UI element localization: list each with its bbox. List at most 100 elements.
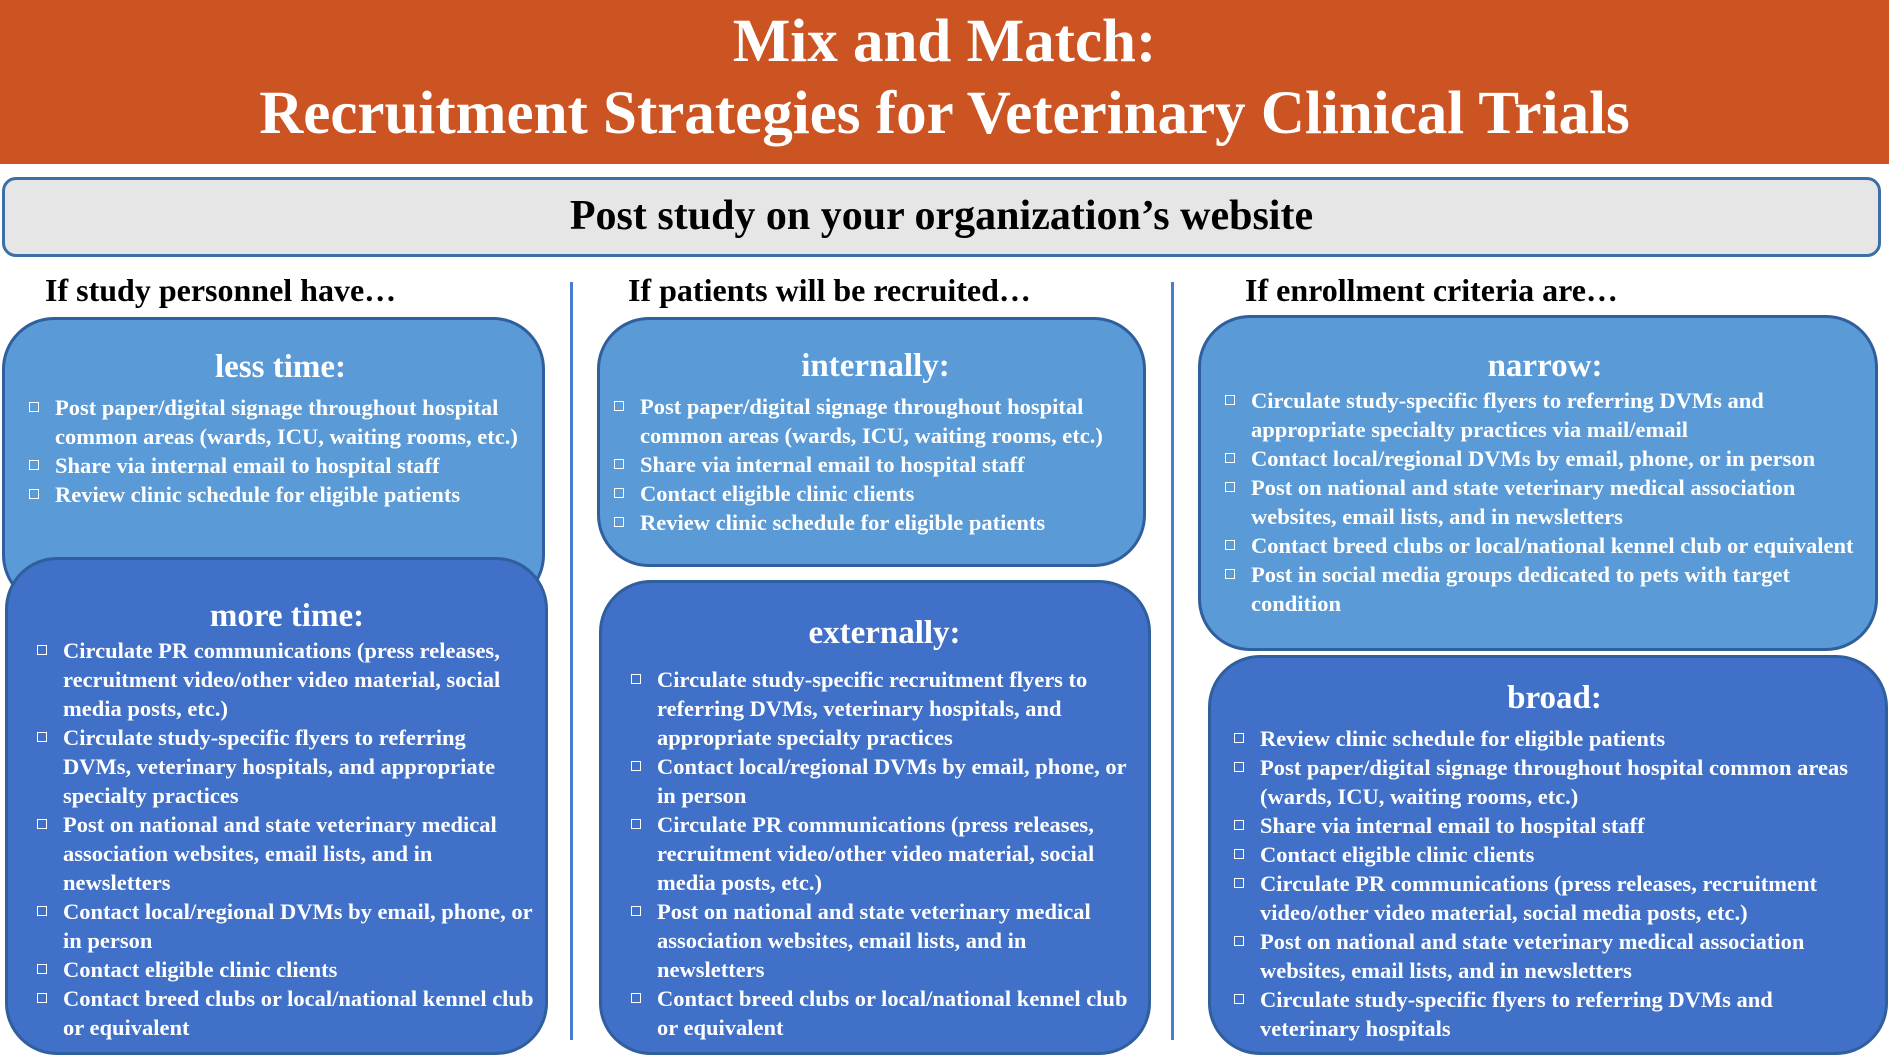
card-narrow: narrow: Circulate study-specific flyers …: [1198, 315, 1878, 651]
list-item-text: Contact eligible clinic clients: [640, 481, 915, 506]
card-list-more-time: Circulate PR communications (press relea…: [37, 636, 537, 1042]
checkbox-bullet-icon: [29, 460, 39, 470]
list-item: Post on national and state veterinary me…: [631, 897, 1138, 984]
list-item-text: Circulate PR communications (press relea…: [63, 638, 501, 721]
card-title-externally: externally:: [808, 615, 961, 651]
list-item: Circulate PR communications (press relea…: [1234, 869, 1875, 927]
list-item-text: Share via internal email to hospital sta…: [640, 452, 1025, 477]
list-item-text: Contact local/regional DVMs by email, ph…: [1251, 446, 1816, 471]
list-item-text: Share via internal email to hospital sta…: [55, 453, 440, 478]
list-item: Contact eligible clinic clients: [1234, 840, 1875, 869]
card-internally: internally: Post paper/digital signage t…: [597, 317, 1146, 567]
list-item-text: Review clinic schedule for eligible pati…: [55, 482, 461, 507]
card-title-less-time: less time:: [214, 349, 347, 385]
list-item: Circulate study-specific recruitment fly…: [631, 665, 1138, 752]
checkbox-bullet-icon: [631, 906, 641, 916]
checkbox-bullet-icon: [1234, 994, 1244, 1004]
list-item-text: Contact eligible clinic clients: [63, 957, 338, 982]
subtitle-text: Post study on your organization’s websit…: [569, 193, 1314, 239]
list-item-text: Share via internal email to hospital sta…: [1260, 813, 1645, 838]
checkbox-bullet-icon: [29, 402, 39, 412]
card-more-time: more time: Circulate PR communications (…: [5, 557, 548, 1055]
list-item-text: Post on national and state veterinary me…: [657, 899, 1091, 982]
card-list-broad: Review clinic schedule for eligible pati…: [1234, 724, 1875, 1043]
column-divider-left: [570, 282, 573, 1040]
list-item: Contact local/regional DVMs by email, ph…: [37, 897, 537, 955]
checkbox-bullet-icon: [37, 732, 47, 742]
list-item-text: Contact local/regional DVMs by email, ph…: [63, 899, 533, 953]
checkbox-bullet-icon: [1225, 540, 1235, 550]
list-item-text: Post in social media groups dedicated to…: [1251, 562, 1790, 616]
column-heading-criteria: If enrollment criteria are…: [1245, 272, 1618, 308]
list-item: Circulate study-specific flyers to refer…: [37, 723, 537, 810]
card-broad: broad: Review clinic schedule for eligib…: [1208, 655, 1888, 1055]
card-title-more-time: more time:: [209, 598, 365, 634]
list-item-text: Post on national and state veterinary me…: [1260, 929, 1805, 983]
checkbox-bullet-icon: [1225, 395, 1235, 405]
list-item-text: Contact breed clubs or local/national ke…: [657, 986, 1128, 1040]
card-list-externally: Circulate study-specific recruitment fly…: [631, 665, 1138, 1042]
list-item: Circulate study-specific flyers to refer…: [1234, 985, 1875, 1043]
list-item-text: Circulate study-specific recruitment fly…: [657, 667, 1088, 750]
list-item: Post paper/digital signage throughout ho…: [29, 393, 532, 451]
column-heading-personnel: If study personnel have…: [45, 272, 397, 308]
list-item: Circulate PR communications (press relea…: [631, 810, 1138, 897]
column-heading-patients: If patients will be recruited…: [628, 272, 1031, 308]
list-item: Post on national and state veterinary me…: [37, 810, 537, 897]
list-item: Share via internal email to hospital sta…: [29, 451, 532, 480]
card-list-narrow: Circulate study-specific flyers to refer…: [1225, 386, 1865, 618]
checkbox-bullet-icon: [37, 906, 47, 916]
list-item-text: Contact breed clubs or local/national ke…: [1251, 533, 1854, 558]
card-list-less-time: Post paper/digital signage throughout ho…: [29, 393, 532, 509]
checkbox-bullet-icon: [631, 674, 641, 684]
checkbox-bullet-icon: [37, 964, 47, 974]
checkbox-bullet-icon: [1234, 878, 1244, 888]
list-item-text: Circulate study-specific flyers to refer…: [1260, 987, 1773, 1041]
list-item-text: Circulate PR communications (press relea…: [657, 812, 1095, 895]
list-item-text: Contact eligible clinic clients: [1260, 842, 1535, 867]
list-item: Contact breed clubs or local/national ke…: [631, 984, 1138, 1042]
list-item-text: Contact local/regional DVMs by email, ph…: [657, 754, 1127, 808]
checkbox-bullet-icon: [29, 489, 39, 499]
list-item-text: Post paper/digital signage throughout ho…: [55, 395, 518, 449]
list-item-text: Circulate PR communications (press relea…: [1260, 871, 1817, 925]
list-item: Contact breed clubs or local/national ke…: [1225, 531, 1865, 560]
checkbox-bullet-icon: [1234, 820, 1244, 830]
list-item: Review clinic schedule for eligible pati…: [614, 508, 1137, 537]
list-item: Contact local/regional DVMs by email, ph…: [631, 752, 1138, 810]
list-item-text: Contact breed clubs or local/national ke…: [63, 986, 534, 1040]
checkbox-bullet-icon: [614, 401, 624, 411]
checkbox-bullet-icon: [631, 993, 641, 1003]
list-item: Post in social media groups dedicated to…: [1225, 560, 1865, 618]
list-item-text: Circulate study-specific flyers to refer…: [63, 725, 496, 808]
checkbox-bullet-icon: [1234, 733, 1244, 743]
checkbox-bullet-icon: [37, 993, 47, 1003]
checkbox-bullet-icon: [1234, 849, 1244, 859]
list-item: Circulate PR communications (press relea…: [37, 636, 537, 723]
list-item: Post paper/digital signage throughout ho…: [614, 392, 1137, 450]
card-list-internally: Post paper/digital signage throughout ho…: [614, 392, 1137, 537]
list-item: Share via internal email to hospital sta…: [614, 450, 1137, 479]
list-item-text: Circulate study-specific flyers to refer…: [1251, 388, 1764, 442]
column-divider-right: [1171, 282, 1174, 1040]
list-item: Circulate study-specific flyers to refer…: [1225, 386, 1865, 444]
list-item-text: Review clinic schedule for eligible pati…: [1260, 726, 1666, 751]
checkbox-bullet-icon: [1234, 762, 1244, 772]
list-item-text: Post paper/digital signage throughout ho…: [1260, 755, 1848, 809]
list-item: Post on national and state veterinary me…: [1234, 927, 1875, 985]
list-item: Contact local/regional DVMs by email, ph…: [1225, 444, 1865, 473]
checkbox-bullet-icon: [1234, 936, 1244, 946]
card-less-time: less time: Post paper/digital signage th…: [2, 317, 545, 607]
list-item: Post on national and state veterinary me…: [1225, 473, 1865, 531]
card-title-narrow: narrow:: [1487, 348, 1603, 384]
checkbox-bullet-icon: [1225, 482, 1235, 492]
list-item: Contact breed clubs or local/national ke…: [37, 984, 537, 1042]
list-item-text: Post on national and state veterinary me…: [1251, 475, 1796, 529]
title-line-2: Recruitment Strategies for Veterinary Cl…: [259, 80, 1630, 147]
list-item: Post paper/digital signage throughout ho…: [1234, 753, 1875, 811]
checkbox-bullet-icon: [631, 761, 641, 771]
checkbox-bullet-icon: [614, 517, 624, 527]
checkbox-bullet-icon: [37, 645, 47, 655]
list-item: Share via internal email to hospital sta…: [1234, 811, 1875, 840]
checkbox-bullet-icon: [1225, 569, 1235, 579]
